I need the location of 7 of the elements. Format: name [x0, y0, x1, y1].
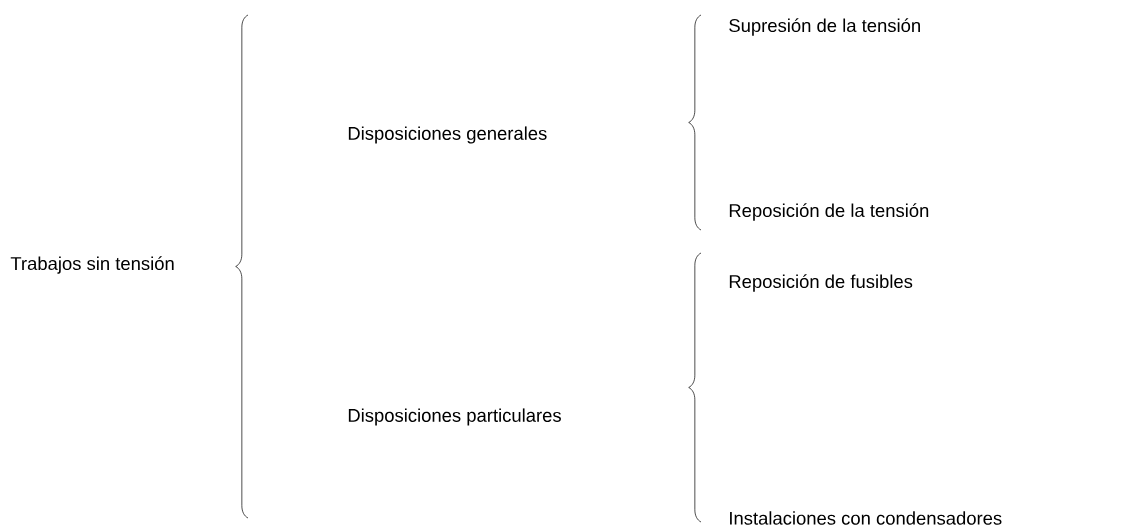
category-label: Reposición de fusibles [729, 274, 913, 292]
category-label: Trabajos sin tensión [10, 256, 174, 274]
category-label: Disposiciones generales [348, 126, 547, 144]
category-label: Reposición de la tensión [729, 203, 929, 221]
category-label: Supresión de la tensión [729, 18, 920, 36]
category-label: Disposiciones particulares [348, 408, 561, 426]
category-label: Instalaciones con condensadores [730, 511, 1002, 525]
